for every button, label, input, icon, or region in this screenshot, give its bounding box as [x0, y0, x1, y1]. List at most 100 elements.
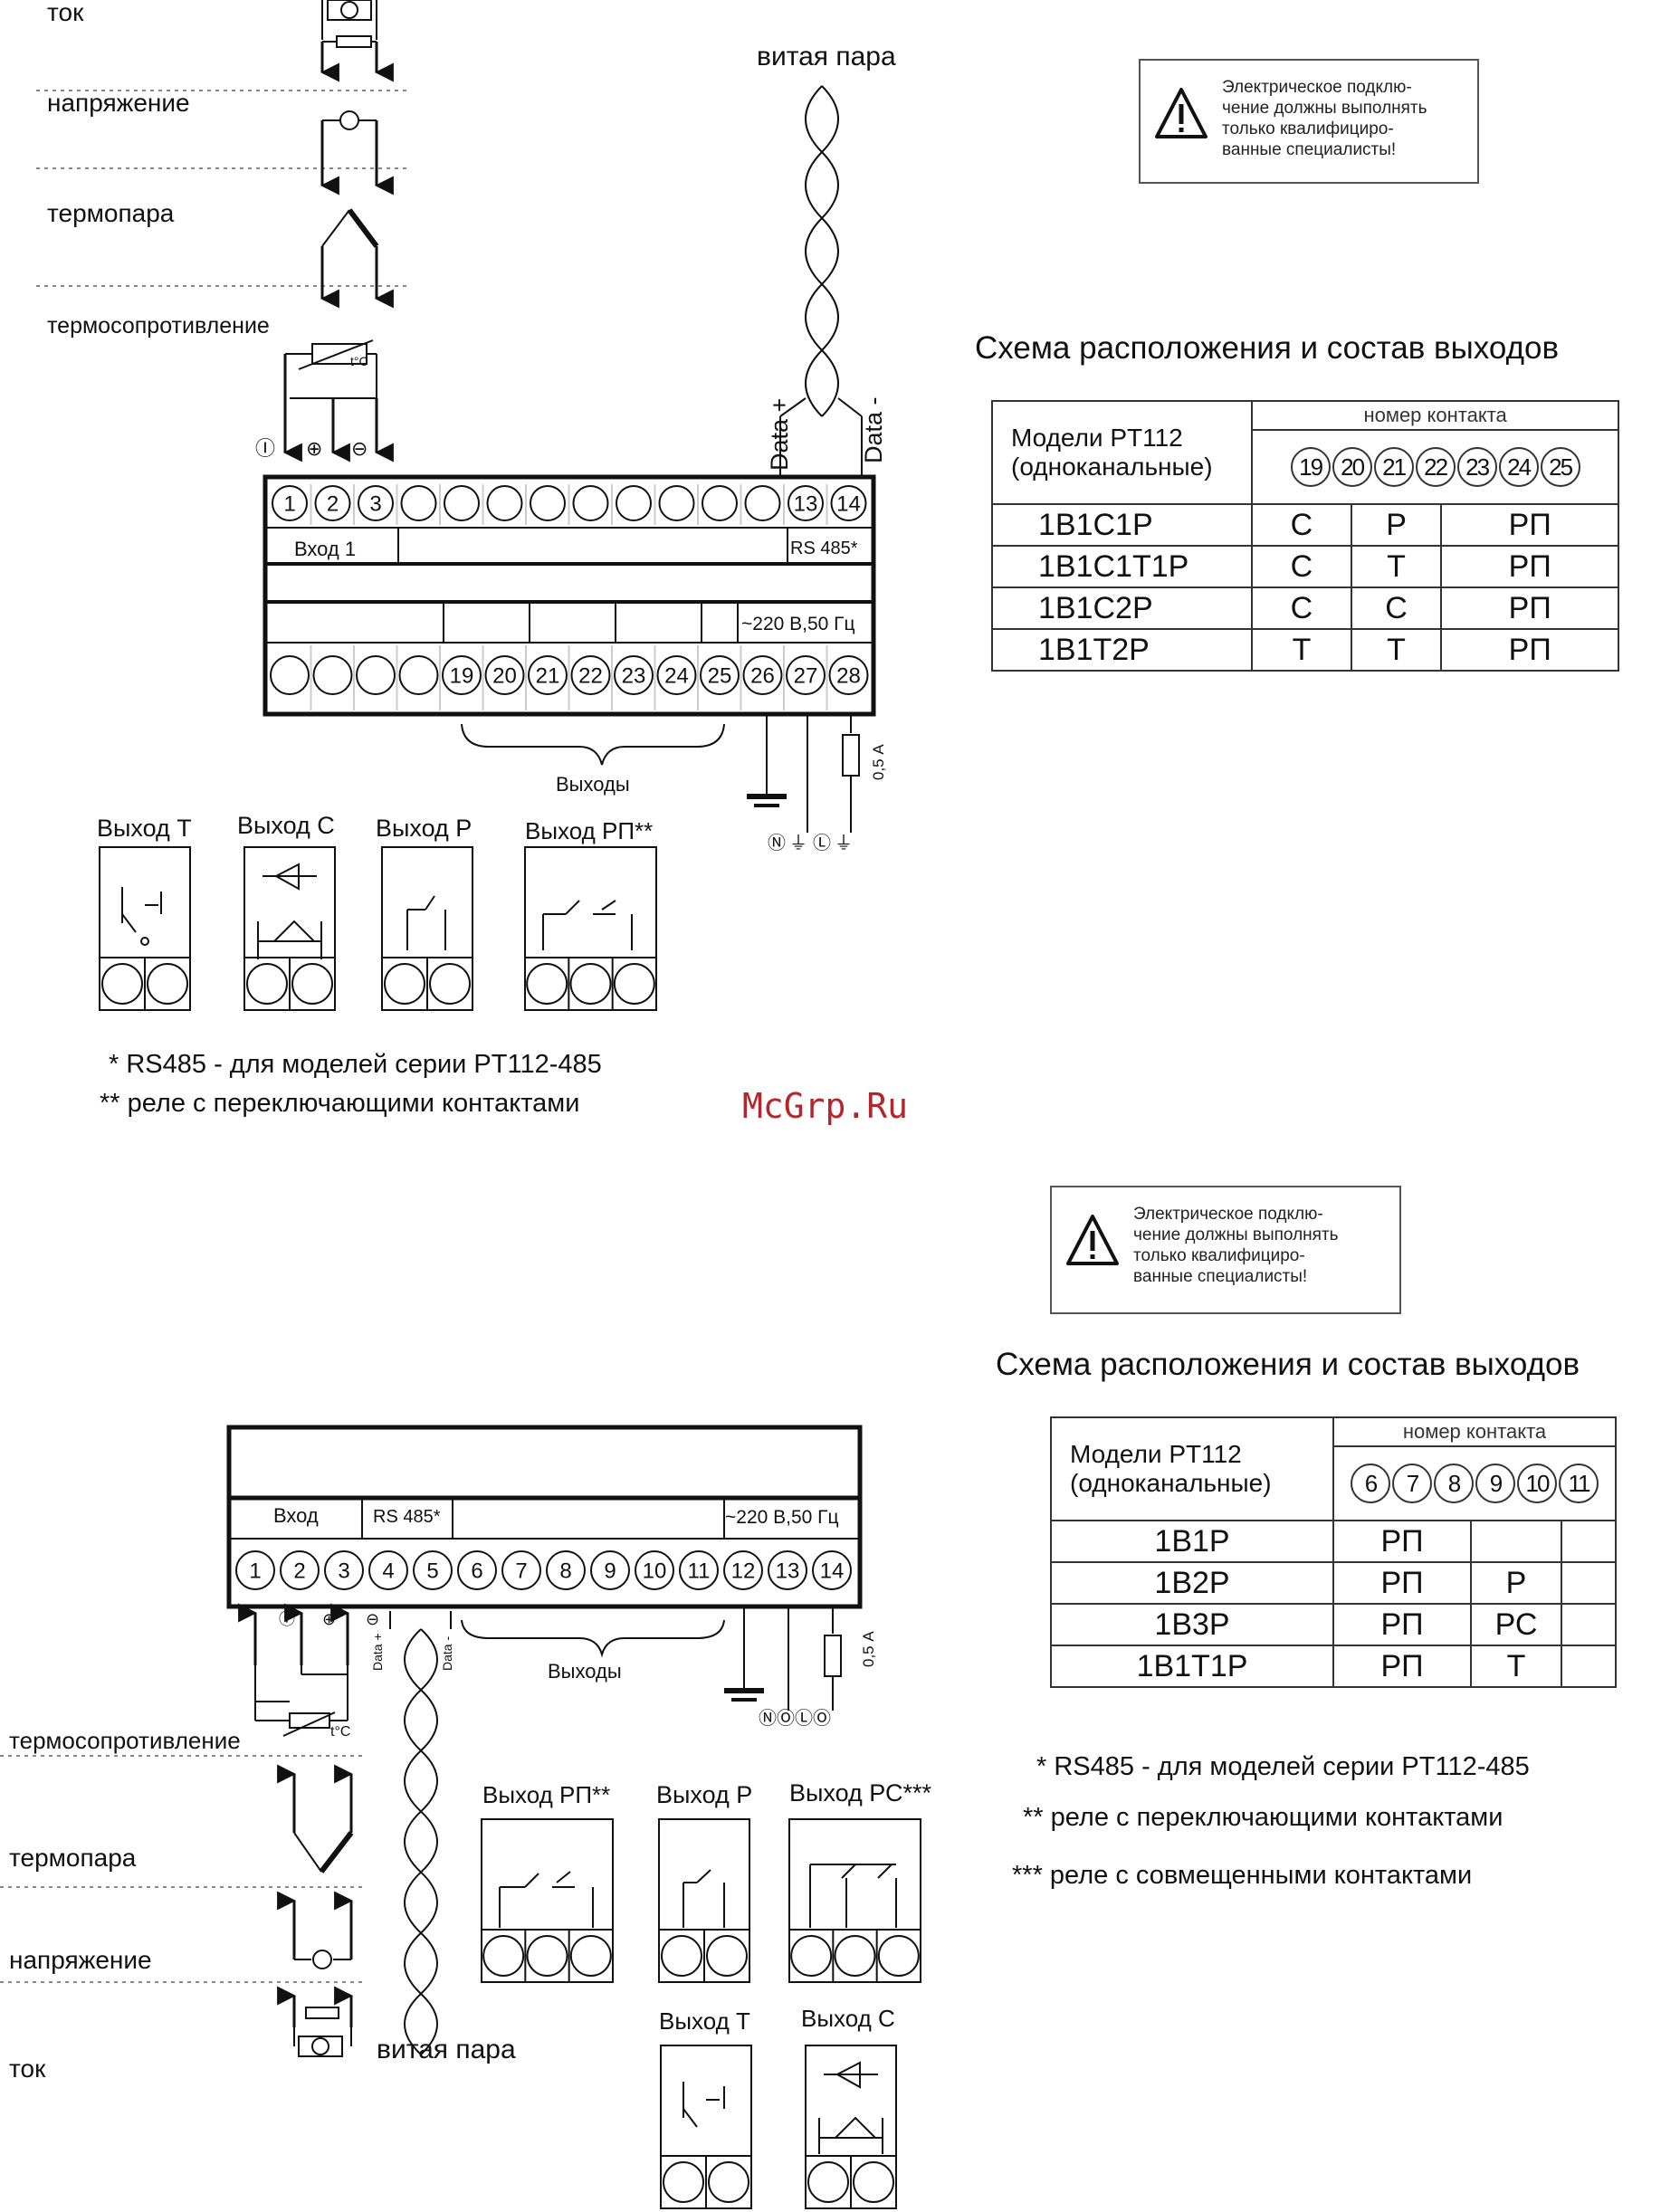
twisted-pair-label: витая пара [757, 42, 896, 72]
pin-number: 19 [450, 664, 474, 689]
relay-contact [425, 895, 435, 911]
voltage-source-icon [312, 1950, 332, 1969]
terminal-bottom [614, 655, 654, 695]
cell-empty [1561, 1645, 1617, 1688]
contact-pin: 9 [1475, 1464, 1515, 1503]
pin-mark: ⊕ [322, 1610, 336, 1628]
label-rtd-2: термосопротивление [9, 1727, 241, 1754]
thermocouple-junction [347, 208, 379, 248]
current-source-symbol [298, 2036, 343, 2057]
led-symbol [272, 920, 317, 942]
mains-symbols: ⓃⓄⓁⓄ [759, 1708, 831, 1729]
warning-icon [1066, 1215, 1119, 1265]
terminal-bottom [398, 655, 439, 695]
terminal [723, 1550, 763, 1590]
terminal-top [830, 485, 867, 521]
pin-number: 2 [327, 492, 339, 517]
contact-pin: 20 [1332, 447, 1372, 487]
warning-text: Электрическое подклю- чение должны выпол… [1133, 1205, 1339, 1286]
cell-b: Т [1350, 545, 1443, 588]
pin-mark: ⊖ [366, 1610, 379, 1628]
cell-model: 1В2Р [1050, 1561, 1334, 1605]
relay-contact [841, 1864, 856, 1879]
models-header: Модели PT112 (одноканальные) [990, 400, 1254, 505]
cell-model: 1В1С1Т1Р [990, 545, 1254, 588]
shunt-resistor [336, 35, 372, 48]
output-c-label: Выход С [237, 812, 335, 839]
mains-earth-1: ⏚ [789, 834, 807, 853]
wire [121, 913, 137, 933]
mains-l: Ⓛ [813, 834, 831, 853]
terminal [635, 1550, 674, 1590]
fuse-symbol [842, 734, 860, 777]
output-rp-label: Выход РП** [525, 817, 654, 844]
pin-number: 27 [794, 664, 818, 689]
terminal [368, 1550, 408, 1590]
terminal-top [572, 485, 609, 521]
relay-contact [601, 900, 616, 911]
contact-pin: 23 [1456, 447, 1497, 487]
output-r-label-2: Выход Р [656, 1781, 753, 1808]
outputs-table-2: Модели PT112 (одноканальные) номер конта… [1050, 1416, 1617, 1688]
cell-model: 1В1С2Р [990, 586, 1254, 630]
output-terminal [526, 1935, 568, 1977]
pin-number: 10 [643, 1559, 667, 1584]
terminal [546, 1550, 586, 1590]
cell-model: 1В1Р [1050, 1520, 1334, 1563]
label-current: ток [47, 0, 84, 26]
input-1-label: Вход 1 [294, 538, 357, 560]
current-source-icon [311, 2037, 329, 2055]
pin-number: 6 [471, 1559, 482, 1584]
cell-model: 1В1Т1Р [1050, 1645, 1334, 1688]
fuse-label: 0,5 А [870, 744, 887, 780]
wire [837, 397, 863, 417]
twisted-pair-wire [404, 1628, 438, 2055]
table-1-title: Схема расположения и состав выходов [975, 330, 1560, 366]
output-t-label: Выход Т [97, 815, 192, 842]
label-thermocouple: термопара [47, 199, 175, 227]
output-terminal [101, 963, 143, 1005]
pin-number: 4 [382, 1559, 394, 1584]
contact-pin: 19 [1290, 447, 1331, 487]
cell-c: РП [1440, 503, 1619, 547]
contact-pin: 22 [1415, 447, 1456, 487]
pin-number: 5 [426, 1559, 438, 1584]
terminal [590, 1550, 630, 1590]
twisted-pair-wire [404, 1628, 438, 2055]
output-terminal [877, 1935, 920, 1977]
terminal [501, 1550, 541, 1590]
outputs-brace [461, 1619, 725, 1658]
pin-number: 1 [249, 1559, 261, 1584]
power-label-2: ~220 В,50 Гц [725, 1507, 839, 1528]
terminal-top [530, 485, 566, 521]
output-terminal [246, 963, 288, 1005]
rtd-unit-label: t°C [350, 354, 368, 368]
cell-empty [1561, 1561, 1617, 1605]
cell-c: РП [1440, 628, 1619, 672]
terminal-bottom [700, 655, 740, 695]
pin-number: 13 [776, 1559, 800, 1584]
terminal [679, 1550, 719, 1590]
pin-number: 22 [578, 664, 603, 689]
cell-model: 1В1Т2Р [990, 628, 1254, 672]
outputs-label: Выходы [556, 773, 630, 796]
outputs-brace [461, 723, 725, 766]
small-terminal [140, 937, 149, 946]
label-current-2: ток [9, 2055, 46, 2083]
cell-b: РС [1470, 1603, 1562, 1646]
terminal-top [486, 485, 523, 521]
label-voltage-2: напряжение [9, 1946, 152, 1974]
cell-b [1470, 1520, 1562, 1563]
outputs-label-2: Выходы [548, 1660, 622, 1683]
terminal [812, 1550, 852, 1590]
cell-a: РП [1332, 1520, 1472, 1563]
pin-number: 3 [369, 492, 381, 517]
terminal-top [702, 485, 738, 521]
relay-contact [877, 1864, 893, 1879]
output-rs-label-2: Выход РС*** [789, 1779, 932, 1807]
cell-a: РП [1332, 1603, 1472, 1646]
